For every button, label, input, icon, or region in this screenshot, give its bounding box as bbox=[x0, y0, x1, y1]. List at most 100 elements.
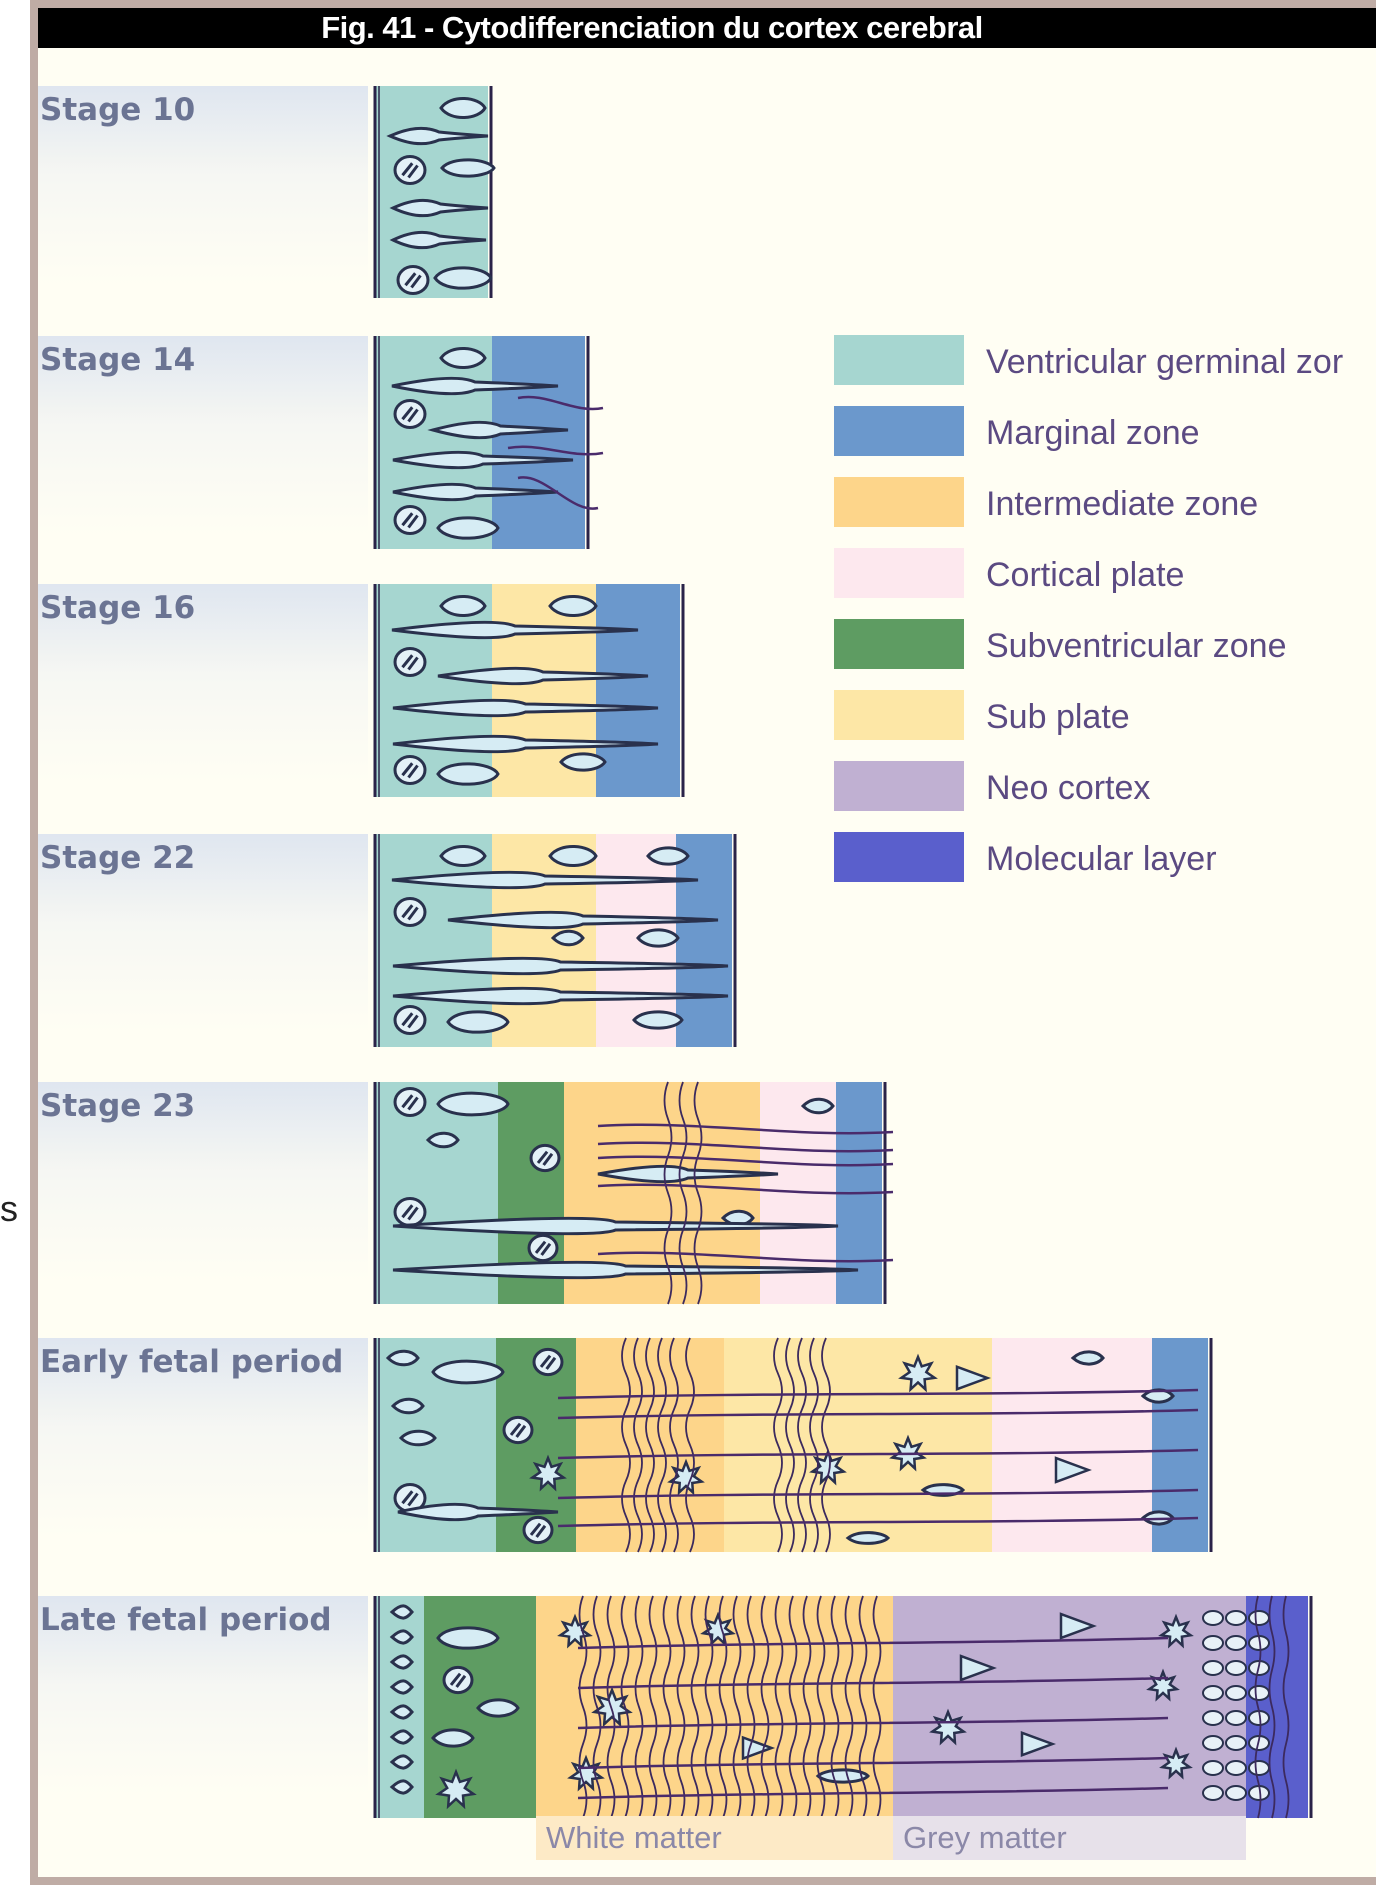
early-fetal-mitotic-cell-4 bbox=[524, 1517, 552, 1542]
stage-23-mitotic-cell-4 bbox=[529, 1235, 557, 1260]
late-fetal-neo-cell-2 bbox=[1226, 1611, 1246, 1625]
grey-matter-label: Grey matter bbox=[893, 1816, 1246, 1860]
stage-14-zone-marginal bbox=[492, 336, 585, 549]
legend-label-intermediate: Intermediate zone bbox=[986, 485, 1258, 524]
late-fetal-neo-cell-23 bbox=[1226, 1786, 1246, 1800]
late-fetal-cell-1 bbox=[438, 1628, 498, 1648]
stage-22-cell-5 bbox=[638, 930, 678, 946]
late-fetal-neo-cell-19 bbox=[1203, 1761, 1223, 1775]
stage-22-mitotic-cell-2 bbox=[395, 1007, 425, 1034]
early-fetal-mitotic-cell-2 bbox=[504, 1417, 532, 1442]
stage-22-cell-1c bbox=[648, 848, 688, 864]
edge-text-fragment: s bbox=[0, 1188, 18, 1230]
legend-swatch-cortical-plate bbox=[834, 548, 964, 598]
stage-10-column bbox=[375, 86, 494, 298]
stage-10-mitotic-cell-1 bbox=[395, 157, 425, 184]
stage-14-cell-1 bbox=[441, 349, 485, 368]
legend-swatch-subventricular bbox=[834, 619, 964, 669]
stage-22-mitotic-cell-1 bbox=[395, 899, 425, 926]
late-fetal-neo-cell-4 bbox=[1203, 1636, 1223, 1650]
legend-label-neo-cortex: Neo cortex bbox=[986, 769, 1150, 808]
late-fetal-neo-cell-11 bbox=[1226, 1686, 1246, 1700]
stage-16-cell-7 bbox=[561, 754, 605, 770]
stage-14-column bbox=[375, 336, 603, 549]
legend-label-molecular: Molecular layer bbox=[986, 840, 1217, 879]
late-fetal-neo-cell-5 bbox=[1226, 1636, 1246, 1650]
late-fetal-neo-cell-7 bbox=[1203, 1661, 1223, 1675]
stage-10-cell-3 bbox=[442, 160, 494, 176]
legend-swatch-molecular bbox=[834, 832, 964, 882]
early-fetal-cell-10 bbox=[848, 1533, 888, 1544]
stage-22-zone-marginal bbox=[676, 834, 732, 1047]
stage-23-mitotic-cell-3 bbox=[395, 1199, 425, 1226]
legend-label-subventricular: Subventricular zone bbox=[986, 627, 1287, 666]
late-fetal-neo-cell-16 bbox=[1203, 1736, 1223, 1750]
late-fetal-ventricular-cell-8 bbox=[392, 1781, 412, 1793]
stage-10-mitotic-cell-2 bbox=[398, 267, 428, 294]
stage-10-cell-6 bbox=[435, 268, 491, 288]
stage-16-mitotic-cell-1 bbox=[395, 649, 425, 676]
stage-23-mitotic-cell-2 bbox=[531, 1145, 559, 1170]
stage-23-cell-4 bbox=[803, 1099, 833, 1113]
late-fetal-neo-cell-13 bbox=[1203, 1711, 1223, 1725]
stage-14-mitotic-cell-2 bbox=[395, 507, 425, 534]
legend-swatch-sub-plate bbox=[834, 690, 964, 740]
stage-23-cell-1 bbox=[438, 1093, 508, 1115]
legend-item-molecular: Molecular layer bbox=[834, 832, 1376, 892]
late-fetal-ventricular-cell-2 bbox=[392, 1631, 412, 1643]
early-fetal-cell-1 bbox=[388, 1351, 418, 1365]
stage-14-cell-6 bbox=[438, 518, 498, 538]
late-fetal-ventricular-cell-6 bbox=[392, 1731, 412, 1743]
legend-swatch-marginal bbox=[834, 406, 964, 456]
early-fetal-cell-2 bbox=[433, 1361, 503, 1383]
early-fetal-mitotic-cell-1 bbox=[534, 1349, 562, 1374]
late-fetal-neo-cell-1 bbox=[1203, 1611, 1223, 1625]
late-fetal-neo-cell-12 bbox=[1249, 1686, 1269, 1700]
stage-16-cell-1b bbox=[550, 597, 596, 616]
legend-item-cortical-plate: Cortical plate bbox=[834, 548, 1376, 608]
legend-swatch-ventricular bbox=[834, 335, 964, 385]
late-fetal-zone-molecular bbox=[1246, 1596, 1308, 1818]
stage-22-cell-9 bbox=[634, 1012, 682, 1028]
legend-label-cortical-plate: Cortical plate bbox=[986, 556, 1184, 595]
stage-16-zone-marginal bbox=[596, 584, 680, 797]
late-fetal-column bbox=[375, 1596, 1311, 1818]
late-fetal-neo-cell-8 bbox=[1226, 1661, 1246, 1675]
early-fetal-cell-6 bbox=[1073, 1352, 1103, 1364]
late-fetal-neo-cell-3 bbox=[1249, 1611, 1269, 1625]
stage-22-cell-1 bbox=[441, 847, 485, 866]
stage-23-mitotic-cell-1 bbox=[395, 1089, 425, 1116]
stage-10-cell-1 bbox=[441, 99, 485, 118]
late-fetal-neo-cell-22 bbox=[1203, 1786, 1223, 1800]
legend-item-intermediate: Intermediate zone bbox=[834, 477, 1376, 537]
cortex-stages-diagram bbox=[38, 8, 1376, 1877]
late-fetal-ventricular-cell-7 bbox=[392, 1756, 412, 1768]
late-fetal-ventricular-cell-3 bbox=[392, 1656, 412, 1668]
late-fetal-neo-cell-10 bbox=[1203, 1686, 1223, 1700]
legend-label-sub-plate: Sub plate bbox=[986, 698, 1130, 737]
late-fetal-neo-cell-14 bbox=[1226, 1711, 1246, 1725]
stage-16-column bbox=[375, 584, 683, 797]
early-fetal-cell-3 bbox=[393, 1399, 423, 1413]
stage-22-cell-8 bbox=[448, 1012, 508, 1032]
legend-item-ventricular: Ventricular germinal zor bbox=[834, 335, 1376, 395]
legend-swatch-intermediate bbox=[834, 477, 964, 527]
early-fetal-column bbox=[375, 1338, 1211, 1552]
stage-23-cell-2 bbox=[428, 1133, 458, 1147]
late-fetal-cell-2 bbox=[478, 1700, 518, 1716]
late-fetal-ventricular-cell-1 bbox=[392, 1606, 412, 1618]
legend-item-sub-plate: Sub plate bbox=[834, 690, 1376, 750]
white-matter-label: White matter bbox=[536, 1816, 893, 1860]
stage-23-column bbox=[375, 1082, 893, 1304]
stage-16-cell-1 bbox=[441, 597, 485, 616]
late-fetal-neo-cell-20 bbox=[1226, 1761, 1246, 1775]
legend-item-marginal: Marginal zone bbox=[834, 406, 1376, 466]
stage-14-mitotic-cell-1 bbox=[395, 401, 425, 428]
late-fetal-neo-cell-21 bbox=[1249, 1761, 1269, 1775]
figure-panel: Fig. 41 - Cytodifferenciation du cortex … bbox=[38, 8, 1376, 1877]
legend-label-ventricular: Ventricular germinal zor bbox=[986, 343, 1343, 382]
legend-label-marginal: Marginal zone bbox=[986, 414, 1200, 453]
stage-16-cell-6 bbox=[438, 764, 498, 784]
stage-22-cell-4 bbox=[553, 931, 583, 945]
late-fetal-ventricular-cell-5 bbox=[392, 1706, 412, 1718]
